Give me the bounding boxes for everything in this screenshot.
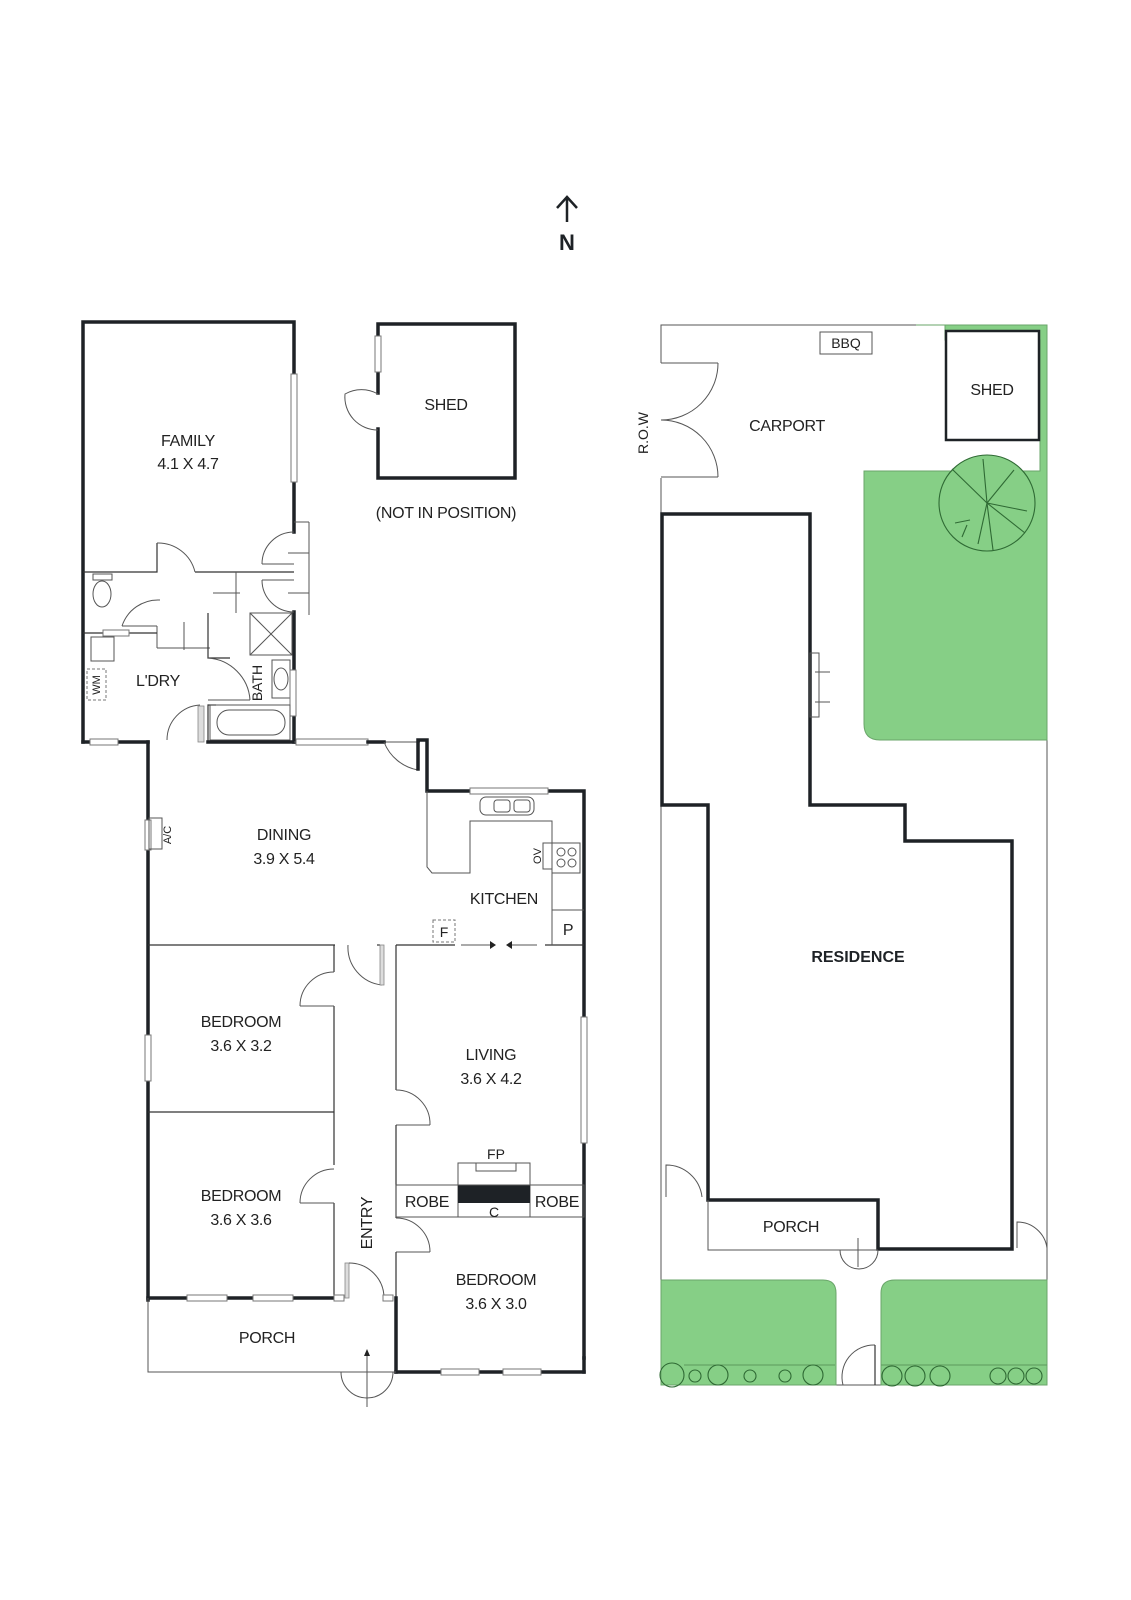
shed-note: (NOT IN POSITION) [376,505,516,522]
site-shed-label: SHED [970,382,1013,399]
shrubs-icon [659,1362,1043,1388]
site-shed [944,329,1041,442]
room-label-bedroom-2: BEDROOM [201,1188,282,1205]
room-label-living: LIVING [466,1047,517,1064]
room-label-kitchen: KITCHEN [470,891,538,908]
detached-shed [344,322,517,480]
room-label-bedroom-3: BEDROOM [456,1272,537,1289]
tree-icon [938,454,1036,552]
room-dims-bedroom-2: 3.6 X 3.6 [210,1212,272,1229]
room-dims-dining: 3.9 X 5.4 [253,851,315,868]
washing-machine-label: WM [91,675,103,695]
room-dims-living: 3.6 X 4.2 [460,1071,522,1088]
site-plan [659,324,1048,1388]
shed-label: SHED [424,397,467,414]
room-label-bath: BATH [249,665,265,701]
carport-label: CARPORT [749,418,825,435]
bbq-label: BBQ [831,335,861,351]
oven-label: OV [532,847,544,864]
ac-unit [148,817,163,850]
fridge-label: F [440,924,449,940]
ac-label: A/C [162,826,174,844]
robe-right-label: ROBE [535,1194,579,1211]
room-label-dining: DINING [257,827,311,844]
floor-plan [81,320,588,1407]
bbq-box [819,331,873,355]
right-of-way-label: R.O.W [635,411,651,454]
north-arrow-icon [556,195,578,222]
room-label-porch: PORCH [239,1330,295,1347]
pantry-label: P [563,922,573,939]
room-dims-family: 4.1 X 4.7 [157,456,219,473]
fireplace-label: FP [487,1146,505,1162]
site-porch-label: PORCH [763,1219,819,1236]
room-label-bedroom-1: BEDROOM [201,1014,282,1031]
room-label-laundry: L'DRY [136,673,181,690]
residence-label: RESIDENCE [811,949,905,966]
north-label: N [559,230,575,255]
room-dims-bedroom-3: 3.6 X 3.0 [465,1296,527,1313]
room-dims-bedroom-1: 3.6 X 3.2 [210,1038,272,1055]
chimney-label: C [489,1204,499,1220]
room-label-family: FAMILY [161,433,216,450]
room-label-entry: ENTRY [359,1196,376,1249]
robe-left-label: ROBE [405,1194,449,1211]
